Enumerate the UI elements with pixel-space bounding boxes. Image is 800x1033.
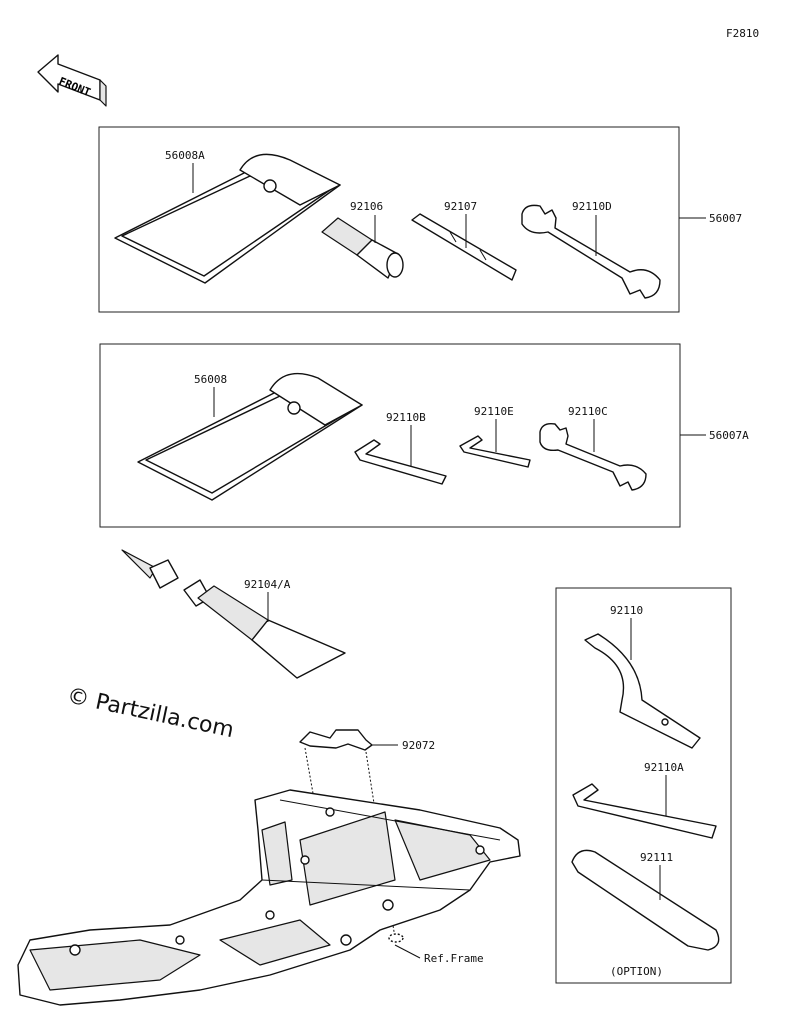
part-label-92110c: 92110C [568, 405, 608, 418]
tool-bag-56008 [137, 372, 363, 501]
kit-box-top [98, 126, 680, 313]
ref-frame-label: Ref.Frame [424, 952, 484, 965]
hex-key-92110b [354, 439, 447, 485]
screwdriver-92107 [411, 213, 517, 281]
socket-92106 [321, 217, 404, 279]
wrench-92110d [521, 204, 661, 299]
tool-bag-56008a [114, 153, 341, 284]
part-label-92110e: 92110E [474, 405, 514, 418]
part-label-92110a: 92110A [644, 761, 684, 774]
part-label-92104a: 92104/A [244, 578, 291, 591]
part-label-92106: 92106 [350, 200, 383, 213]
kit-mid-assembly-number: 56007A [709, 429, 749, 442]
watermark-text: © Partzilla.com [65, 683, 236, 743]
option-caption: (OPTION) [610, 965, 663, 978]
kit-box-mid [99, 343, 681, 528]
kit-top-assembly-number: 56007 [709, 212, 742, 225]
part-label-92111: 92111 [640, 851, 673, 864]
frame-reference [17, 789, 521, 1006]
part-label-92110: 92110 [610, 604, 643, 617]
part-label-56008a: 56008A [165, 149, 205, 162]
nozzle-and-tube-92104a [121, 549, 346, 679]
hex-key-92110a [572, 783, 717, 839]
part-label-92107: 92107 [444, 200, 477, 213]
part-label-92110d: 92110D [572, 200, 612, 213]
wrench-92110c [539, 422, 647, 491]
front-arrow-icon: FRONT [37, 54, 107, 107]
bracket-92072 [299, 729, 373, 751]
hex-key-92110e [459, 435, 531, 468]
part-label-56008: 56008 [194, 373, 227, 386]
part-label-92072: 92072 [402, 739, 435, 752]
hook-spanner-92110 [584, 633, 701, 749]
figure-code: F2810 [726, 27, 759, 40]
part-label-92110b: 92110B [386, 411, 426, 424]
handle-92111 [571, 849, 720, 951]
option-box [555, 587, 732, 984]
